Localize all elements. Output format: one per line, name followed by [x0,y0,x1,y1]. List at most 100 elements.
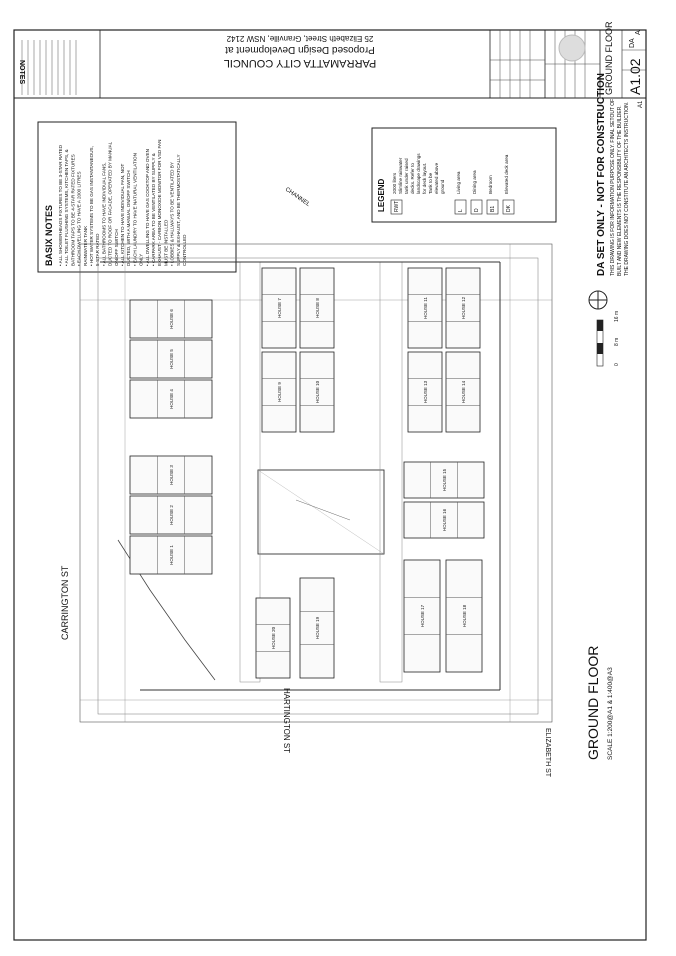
legend-text-1: Living area [456,171,461,194]
house-2 [129,339,213,379]
legend-code-2: D [474,208,480,212]
house-label-13: HOUSE 13 [423,380,428,403]
house-label-10: HOUSE 10 [315,380,320,403]
basix-note-3: • HOT WATER SYSTEMS TO BE GAS INSTANTANE… [89,146,94,266]
revision: A [635,30,642,35]
house-outline [129,299,213,339]
legend-text-4: Elevated deck area [504,154,509,194]
notes-heading: NOTES [18,60,25,84]
project-address: 25 Elizabeth Street, Granville, NSW 2142 [226,34,373,43]
legend-text-0: 2000 liters [392,172,397,194]
house-label-16: HOUSE 16 [442,508,447,531]
council-name: PARRAMATTA CITY COUNCIL [224,57,377,69]
house-outline [445,559,483,673]
basix-note-0: • ALL SHOWERHEADS FIXTURES TO BE 3-STAR … [58,144,63,266]
legend-text-0: ground [440,179,445,194]
house-outline [129,379,213,419]
basix-note-4: • ALL BATHROOMS TO HAVE INDIVIDUAL FANS, [101,162,106,266]
house-label-6: HOUSE 1 [169,545,174,565]
carrington-street-label: CARRINGTON ST [60,565,70,640]
basix-heading: BASIX NOTES [44,205,54,266]
channel-label: CHANNEL [284,187,311,209]
legend-text-2: Dining area [472,170,477,194]
basix-note-6: ONLY [139,254,144,266]
da-set-line-1: BUILT AND NEW ELEMENTS IS THE RESPONSIBI… [617,105,623,276]
house-outline [299,577,335,679]
house-15 [403,461,485,499]
drawing-number: A1.02 [627,58,643,95]
legend-text-0: landscape drawings [416,153,421,194]
house-outline [407,267,443,349]
house-3 [129,379,213,419]
drawing-title: GROUND FLOOR [604,21,614,95]
north-arrow [588,290,608,310]
legend-code-box-3 [486,199,499,215]
house-9 [261,351,297,433]
house-outline [299,351,335,433]
house-outline [129,495,213,535]
drawing-code: DA [629,38,636,48]
house-label-1: HOUSE 6 [169,309,174,329]
legend-code-1: L [458,209,464,212]
house-outline [403,559,441,673]
house-label-17: HOUSE 17 [420,604,425,627]
plan-heading: GROUND FLOOR [585,646,601,760]
basix-note-9: SUPPLY & EXHAUST, AND BE THERMOSTATICALL… [176,154,181,266]
basix-note-9: CONTROLLED [182,234,187,266]
house-outline [445,267,481,349]
legend-code-0: RWT [394,201,400,212]
da-set-line-2: THE DRAWING DOES NOT CONSTITUTE AN ARCHI… [624,102,630,276]
da-set-text: THIS DRAWING IS FOR INFORMATION PURPOSE … [610,99,630,276]
house-17 [403,559,441,673]
house-label-12: HOUSE 12 [461,296,466,319]
project-title: Proposed Design Development at [225,44,375,55]
house-11 [407,267,443,349]
basix-note-4: DUCTED TO ROOF OR FACADE, OPERATED BY MA… [108,141,113,266]
basix-notes-box [37,121,237,273]
house-14 [445,351,481,433]
hartington-street-label: HARTINGTON ST [282,688,291,753]
basix-note-9: • LOBBIES & HALLWAYS TO BE VENTILATED BY [170,162,175,266]
house-outline [261,267,297,349]
basix-note-6: • EACH LAUNDRY TO HAVE NATURAL VENTILATI… [132,153,137,266]
house-label-7: HOUSE 7 [277,298,282,318]
basix-note-8: MUST BE INSTALLED [163,219,168,266]
legend-text-0: elevated above [434,162,439,194]
basix-note-8: • CARPARK AREA TO BE VENTILATED BY SUPPL… [151,153,156,266]
house-outline [255,597,291,679]
basix-note-2: • EACH DWELLING TO HAVE A 2000 LITRES [77,171,82,266]
house-label-9: HOUSE 9 [277,382,282,402]
house-outline [129,535,213,575]
house-1 [129,299,213,339]
house-label-15: HOUSE 15 [442,468,447,491]
house-label-18: HOUSE 18 [462,604,467,627]
house-outline [445,351,481,433]
house-outline [129,455,213,495]
scale-bar-label-0: 0 [614,363,620,366]
house-20 [255,597,291,679]
house-outline [129,339,213,379]
basix-note-1: • ALL TOILET FLUSHING SYSTEMS, KITCHEN T… [64,149,69,266]
legend-text-0: for deck layout. [422,163,427,194]
legend-text-0: tank under raised [404,158,409,194]
house-6 [129,535,213,575]
house-label-20: HOUSE 20 [271,626,276,649]
house-12 [445,267,481,349]
house-label-5: HOUSE 2 [169,505,174,525]
house-outline [299,267,335,349]
legend-code-box-1 [454,199,467,215]
scale-bar-label-16: 16 m [614,311,620,322]
legend-code-3: B1 [490,206,496,212]
scale-bar-label-8: 8 m [614,338,620,346]
house-13 [407,351,443,433]
house-4 [129,455,213,495]
legend-text-0: decks. Refer to [410,163,415,194]
house-label-11: HOUSE 11 [423,297,428,319]
house-5 [129,495,213,535]
company-logo [558,34,586,62]
house-label-8: HOUSE 8 [315,298,320,318]
house-outline [407,351,443,433]
basix-note-5: DUCTED, WITH A MANUAL ON/OFF SWITCH [126,170,131,266]
